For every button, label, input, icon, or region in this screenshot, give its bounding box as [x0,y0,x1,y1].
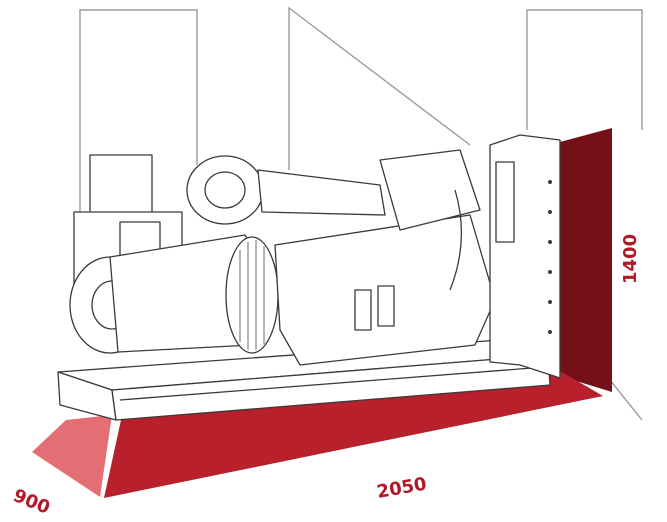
generator-set-sketch [57,134,561,421]
coolant-hose [449,189,463,291]
turbocharger-inner [204,171,246,209]
oil-filter-1 [354,289,372,331]
length-face [104,368,603,498]
exhaust-manifold [379,149,481,231]
intake-pipe [257,169,386,216]
radiator-core [495,161,515,243]
oil-filter-2 [377,285,395,327]
width-face [32,415,112,497]
center-frame-line [288,6,471,170]
width-dimension-label: 900 [10,485,53,519]
height-dimension-label: 1400 [620,234,641,284]
right-frame-line [526,9,643,130]
length-dimension-label: 2050 [375,474,428,503]
height-face [560,128,612,392]
control-panel-mount [89,154,153,218]
alternator-flywheel [225,236,279,354]
flywheel-fins [239,240,265,350]
base-frame-side [111,354,551,421]
radiator-bolts [548,180,552,334]
left-frame-line [79,9,198,235]
base-rail-line [119,366,546,401]
